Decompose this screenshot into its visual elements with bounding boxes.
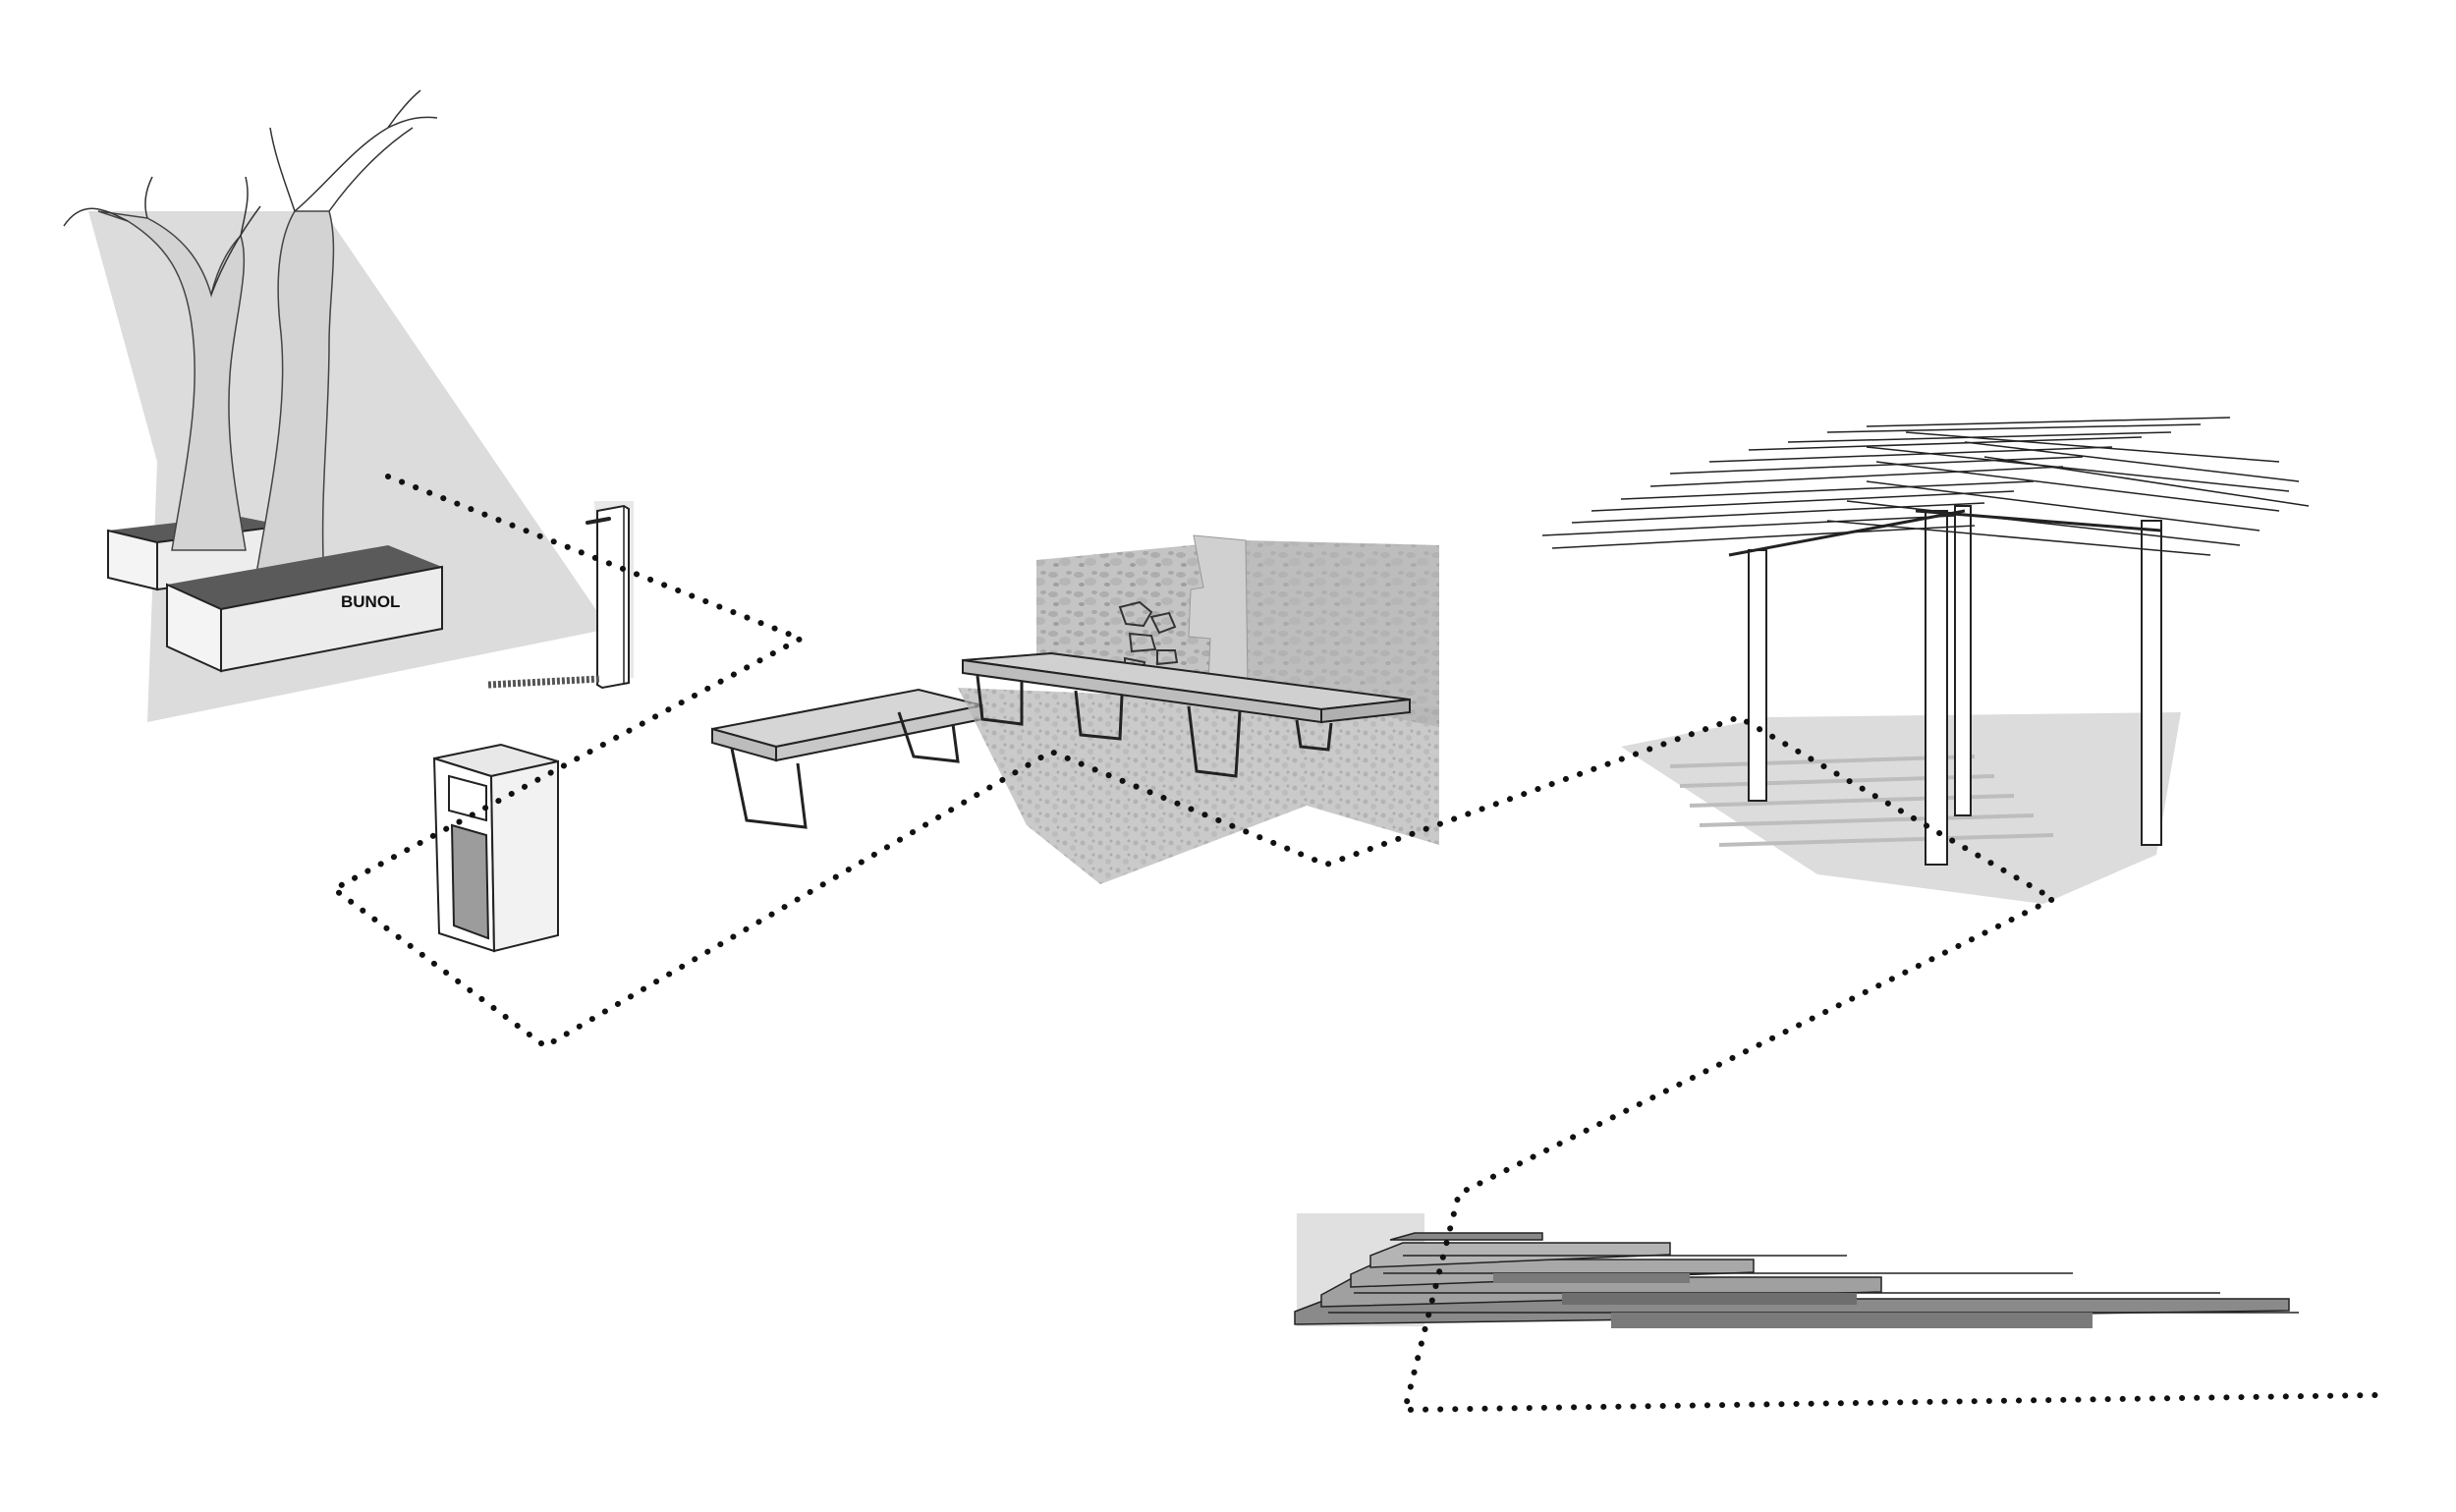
long-bench-by-stone-wall — [958, 534, 1439, 884]
step-2 — [1320, 1276, 1882, 1308]
dotted-connector-path — [328, 474, 2380, 1414]
fountain-spout — [586, 517, 611, 525]
bench-leg-front — [730, 748, 808, 829]
long-bench-leg-4 — [1295, 719, 1333, 752]
pergola-roof-slats — [1541, 417, 2310, 556]
water-fountain — [487, 501, 634, 690]
long-bench-leg-3 — [1187, 705, 1242, 778]
bench — [711, 688, 983, 829]
planters-with-trees: BUNOL — [63, 89, 609, 722]
stone-pier — [1188, 534, 1249, 689]
long-bench-leg-2 — [1074, 690, 1124, 741]
litter-bin — [432, 743, 559, 953]
fountain-drain-grate — [487, 675, 600, 689]
paving-ground — [958, 688, 1439, 884]
long-bench-leg-1 — [976, 675, 1024, 726]
bench-leg-back — [897, 711, 960, 763]
planter-front: BUNOL — [166, 545, 443, 673]
bin-door — [450, 823, 490, 940]
pergola — [1541, 417, 2310, 904]
bin-opening — [448, 774, 487, 822]
pergola-roof-beams — [1728, 509, 2162, 557]
tree-branches — [63, 89, 438, 296]
step-5 — [1389, 1232, 1543, 1241]
steps — [1294, 1213, 2299, 1328]
pergola-posts — [1748, 505, 2162, 866]
planter-brand-label: BUNOL — [341, 592, 400, 611]
stone-wall-left — [1036, 540, 1246, 688]
